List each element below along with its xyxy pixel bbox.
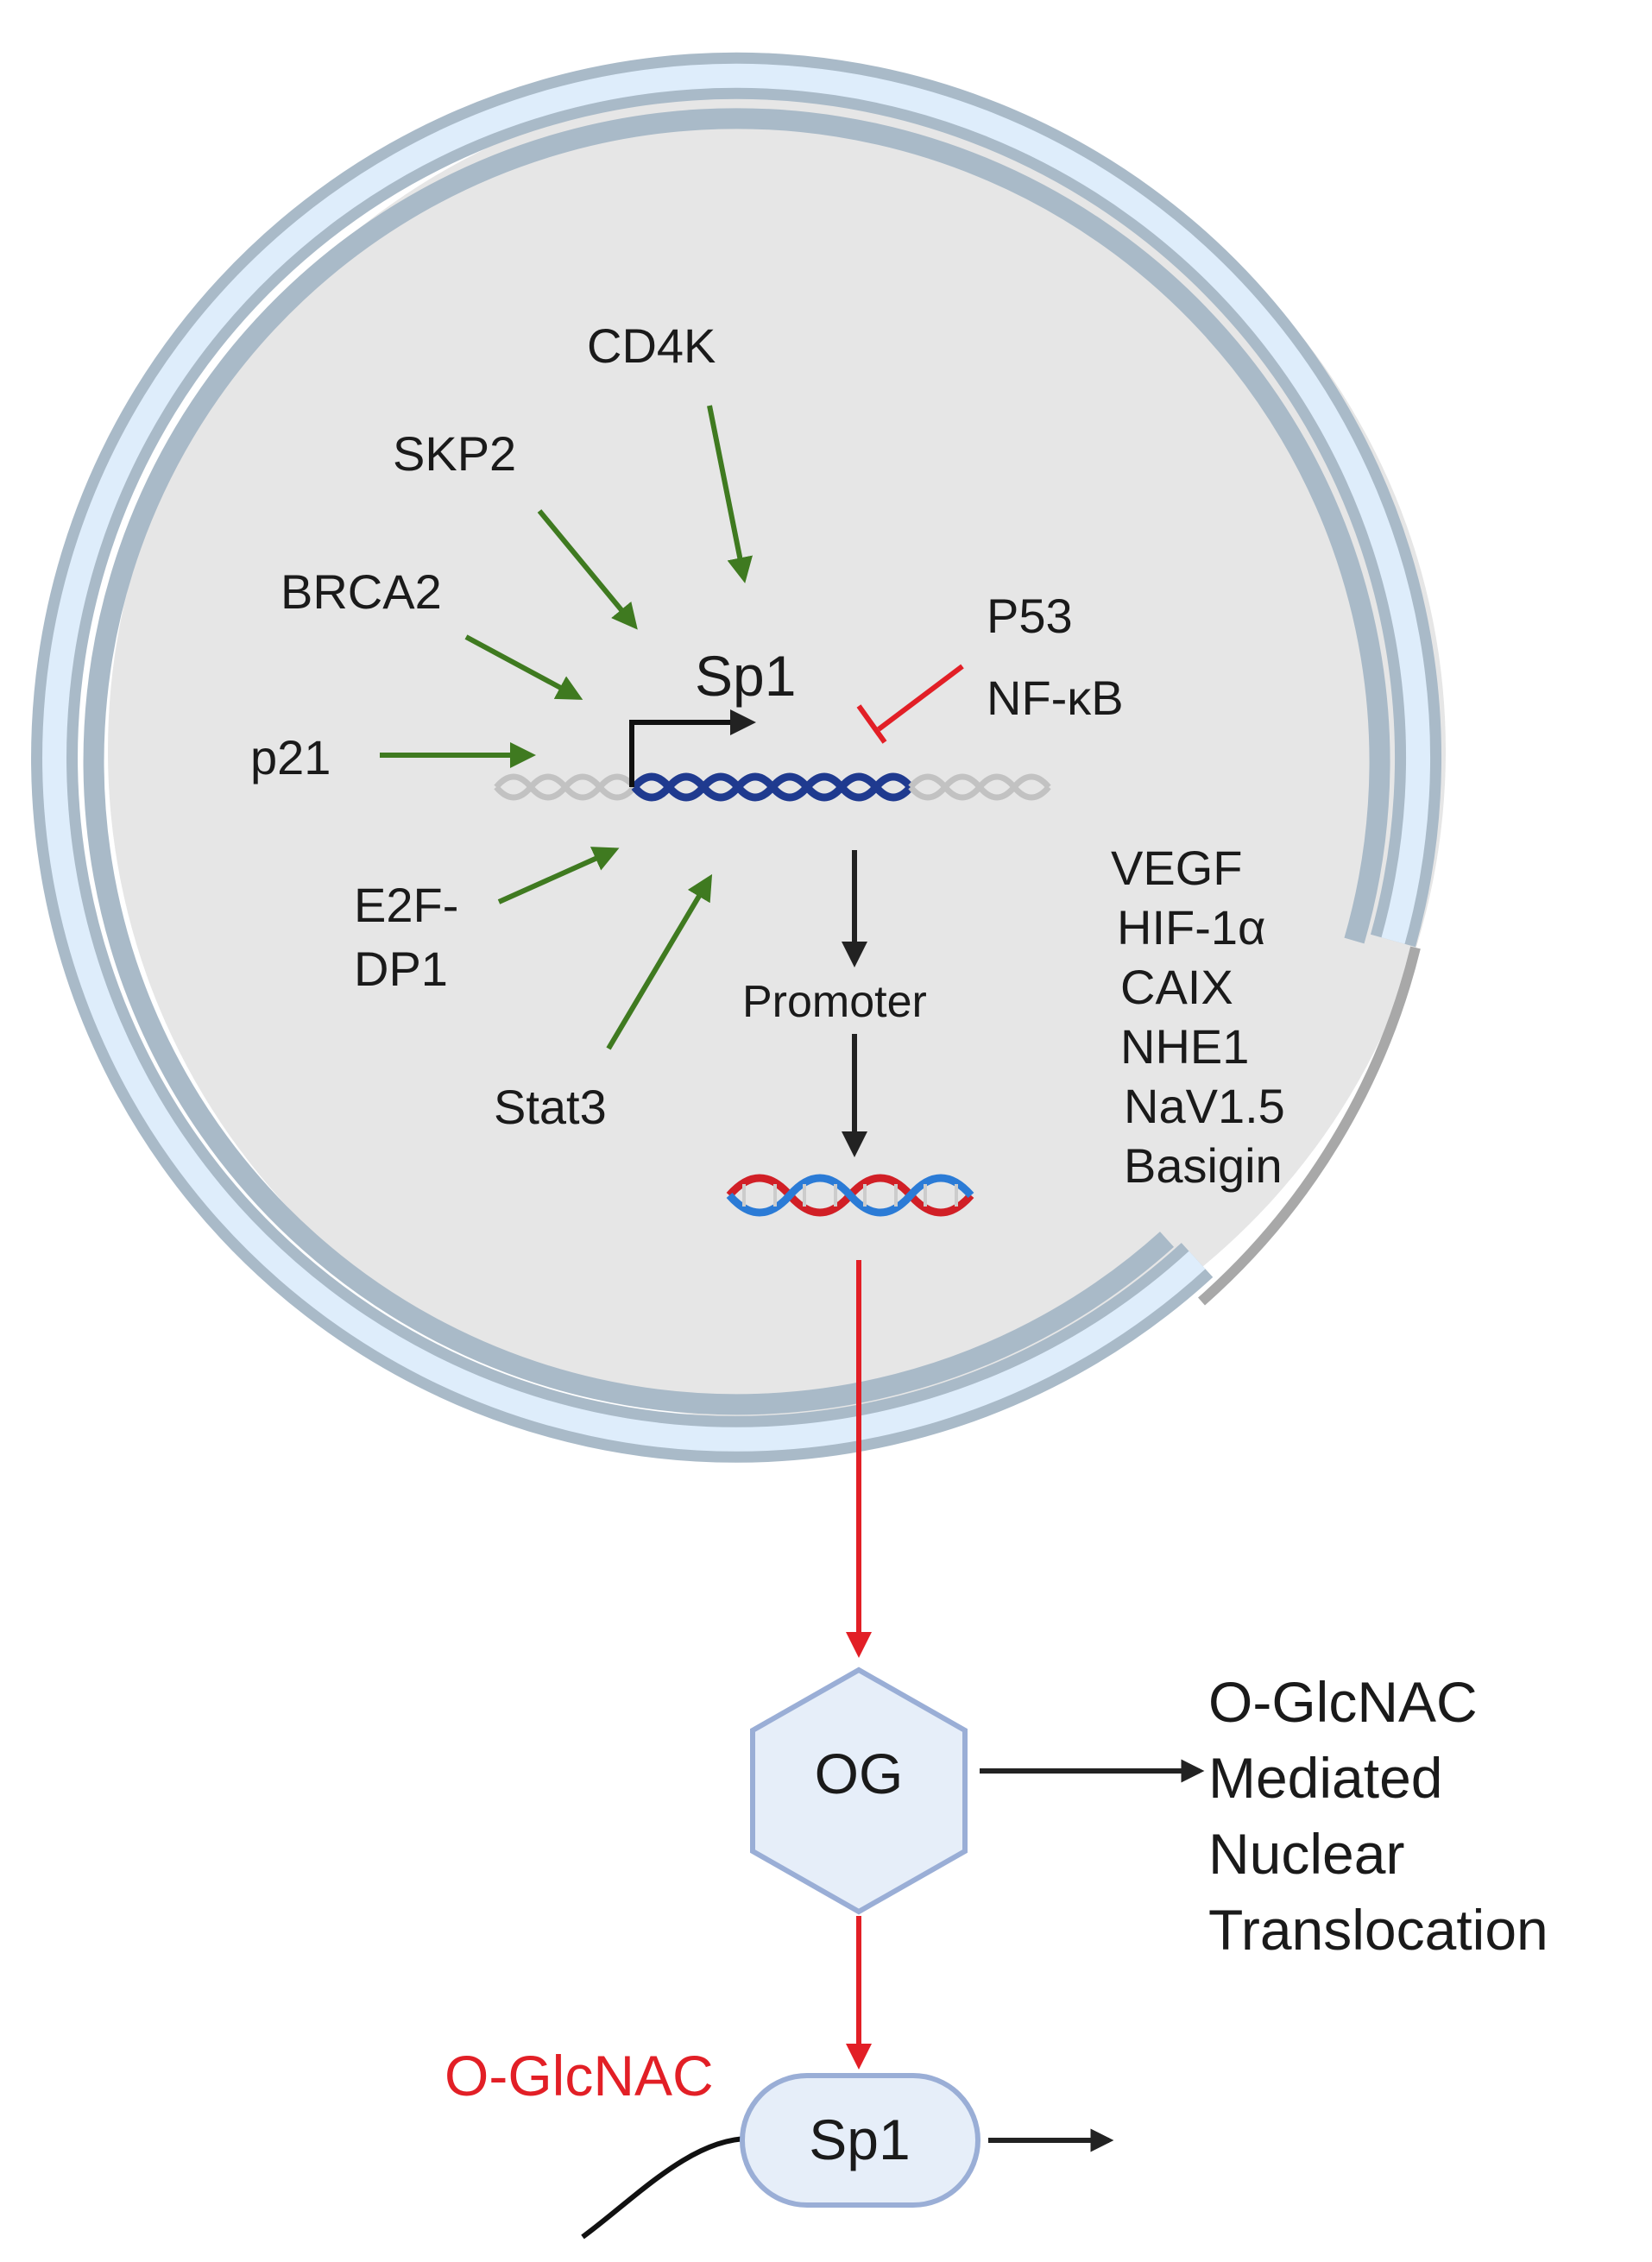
inhibitors: P53 NF-κB <box>856 589 1124 744</box>
nfkb-label: NF-κB <box>987 671 1124 725</box>
og-label: OG <box>815 1742 904 1805</box>
translocation-line2: Mediated <box>1208 1746 1443 1810</box>
sp1-protein: Sp1 <box>581 2073 1114 2240</box>
og-hexagon <box>750 1667 968 1915</box>
brca2-arrow <box>464 634 583 700</box>
sp1-protein-box <box>740 2073 980 2208</box>
target-genes-list: VEGF HIF-1α CAIX NHE1 NaV1.5 Basigin <box>1111 841 1285 1193</box>
promoter-label: Promoter <box>742 977 927 1027</box>
e2f-arrow <box>497 847 620 904</box>
skp2-arrow <box>537 509 638 630</box>
stat3-arrow <box>606 873 713 1050</box>
cd4k-label: CD4K <box>587 318 716 373</box>
stat3-label: Stat3 <box>494 1080 607 1134</box>
nuclear-pore-arc <box>1198 946 1421 1306</box>
target-gene-hif1a: HIF-1α <box>1117 900 1265 955</box>
transcription-start-arrow <box>629 709 756 787</box>
target-gene-vegf: VEGF <box>1111 841 1242 895</box>
sp1-protein-label: Sp1 <box>809 2108 910 2171</box>
target-gene-nhe1: NHE1 <box>1120 1019 1249 1074</box>
e2f-label-line2: DP1 <box>354 942 448 996</box>
promoter-flow: Promoter <box>742 850 927 1157</box>
translocation-label: O-GlcNAC Mediated Nuclear Translocation <box>1208 1670 1548 1962</box>
cd4k-arrow <box>707 405 753 583</box>
inhibition-bar <box>856 704 887 744</box>
p21-label: p21 <box>250 730 331 784</box>
sp1-chain <box>581 2136 750 2240</box>
brca2-label: BRCA2 <box>281 564 442 619</box>
inhibition-line <box>877 664 964 732</box>
og-node: OG <box>750 1667 968 1915</box>
translocation-line1: O-GlcNAC <box>1208 1670 1478 1734</box>
p53-label: P53 <box>987 589 1073 643</box>
nucleus-interior <box>108 82 1446 1420</box>
skp2-label: SKP2 <box>393 426 516 481</box>
oglcnac-tag: O-GlcNAC <box>445 2044 714 2108</box>
nucleus <box>31 52 1446 1463</box>
translocation-line4: Translocation <box>1208 1898 1548 1962</box>
sp1-gene-label: Sp1 <box>695 644 796 708</box>
target-gene-caix: CAIX <box>1120 960 1233 1014</box>
e2f-label-line1: E2F- <box>354 878 458 932</box>
activators: CD4K SKP2 BRCA2 p21 E2F- DP1 Stat3 <box>250 318 753 1134</box>
target-dna-helix <box>726 1174 974 1217</box>
translocation-line3: Nuclear <box>1208 1822 1404 1886</box>
target-gene-nav15: NaV1.5 <box>1124 1079 1285 1133</box>
target-gene-basigin: Basigin <box>1124 1138 1283 1193</box>
sp1-gene-dna: Sp1 <box>494 644 1051 802</box>
nuclear-envelope-inner <box>83 108 1390 1415</box>
